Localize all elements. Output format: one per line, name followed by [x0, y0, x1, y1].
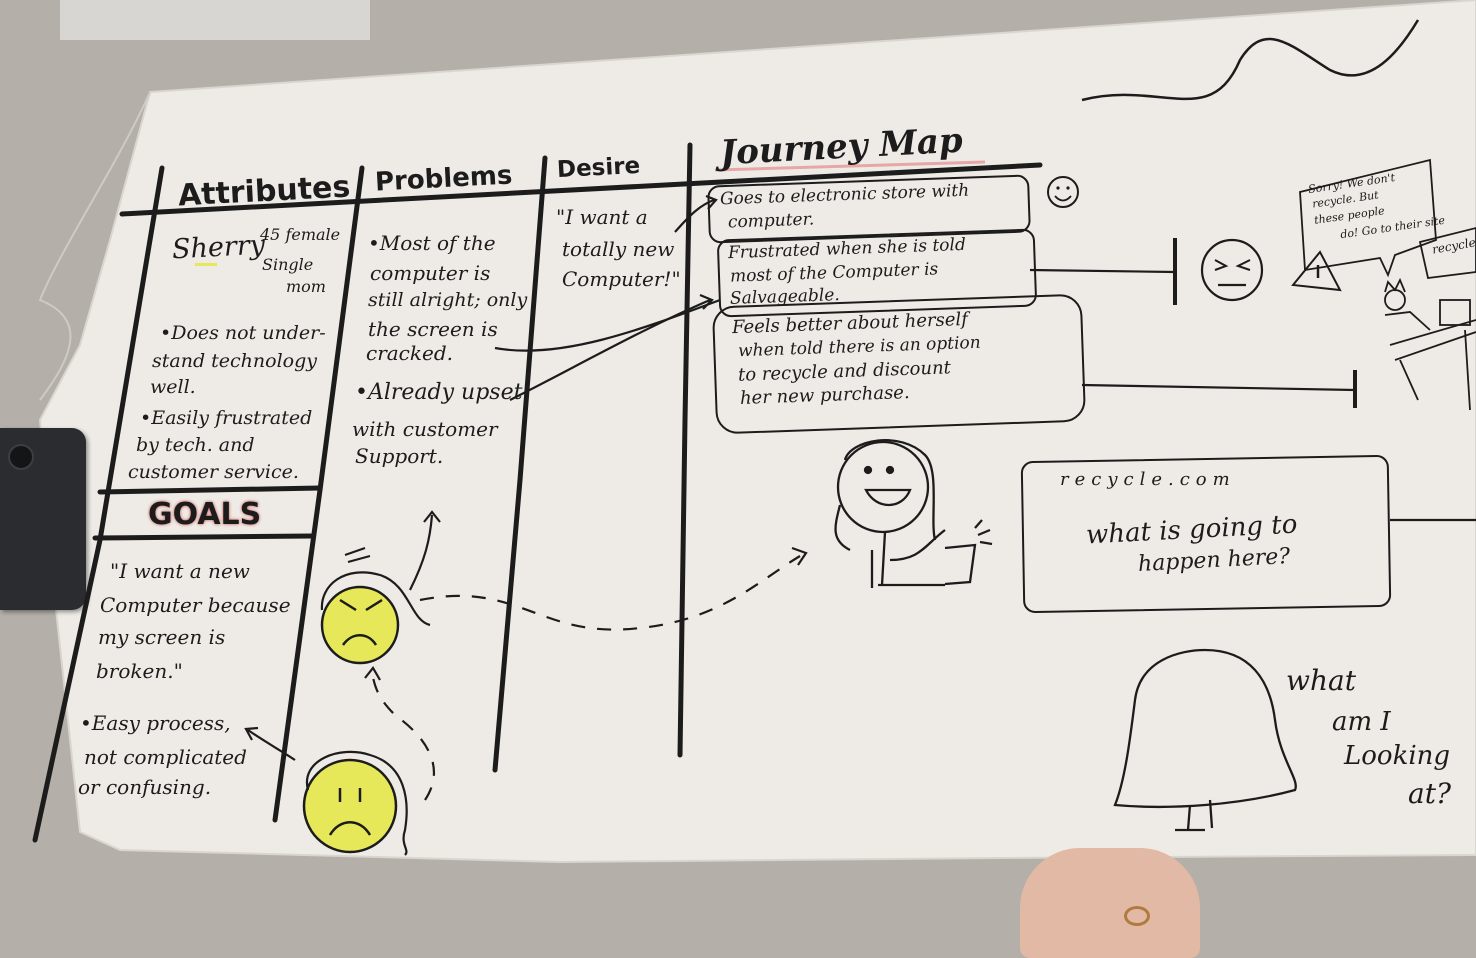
ring [1124, 906, 1150, 926]
attribute-bullet2-line1: •Easily frustrated [140, 407, 313, 429]
goals-quote-line4: broken." [96, 659, 183, 683]
problem2-line1: •Already upset [355, 380, 523, 405]
question2-line3: Looking [1344, 741, 1451, 771]
problem1-line3: still alright; only [368, 289, 528, 311]
problem1-line1: •Most of the [368, 231, 496, 255]
question2-line4: at? [1408, 777, 1451, 810]
goals-title: GOALS [148, 497, 262, 532]
question2-line2: am I [1332, 707, 1391, 737]
desire-line2: totally new [562, 237, 675, 261]
sad-face-icon [302, 750, 408, 856]
persona-status-line2: mom [286, 277, 326, 296]
attribute-bullet2-line3: customer service. [128, 461, 299, 483]
journey-step1-line2: computer. [727, 209, 815, 233]
desire-line3: Computer!" [562, 267, 681, 291]
problem1-line2: computer is [370, 261, 491, 285]
goals-quote-line1: "I want a new [110, 559, 250, 583]
angry-face-icon [320, 547, 431, 665]
website-url: recycle.com [1060, 469, 1236, 490]
problem2-line2: with customer [352, 417, 498, 441]
camera-icon [8, 444, 34, 470]
store-clerk-sketch [1384, 277, 1476, 411]
header-desire: Desire [556, 152, 641, 184]
attribute-bullet2-line2: by tech. and [136, 434, 255, 456]
frustrated-face-icon [1200, 238, 1264, 302]
goals-bullet-line2: not complicated [84, 745, 247, 769]
goals-bullet-line1: •Easy process, [80, 711, 231, 735]
goals-quote-line2: Computer because [100, 593, 291, 617]
attribute-bullet1-line1: •Does not under- [160, 322, 326, 344]
problem2-line3: Support. [355, 444, 444, 468]
name-highlight [195, 263, 217, 266]
problem1-line4: the screen is [368, 317, 498, 341]
persona-age-gender: 45 female [260, 225, 341, 244]
goals-bullet-line3: or confusing. [78, 775, 212, 799]
question2-line1: what [1286, 664, 1356, 697]
problem1-line5: cracked. [366, 341, 454, 365]
attribute-bullet1-line3: well. [150, 376, 196, 398]
attribute-bullet1-line2: stand technology [152, 350, 317, 372]
wall-strip [60, 0, 370, 40]
desire-line1: "I want a [556, 205, 648, 229]
warning-icon [1291, 250, 1342, 292]
question-figure-sketch [1113, 648, 1297, 832]
happy-girl-sketch [834, 439, 993, 588]
goals-quote-line3: my screen is [98, 625, 226, 649]
smiley-icon [1047, 176, 1079, 208]
phone [0, 428, 86, 610]
hand [1020, 848, 1200, 958]
persona-name: Sherry [171, 229, 266, 266]
persona-status-line1: Single [262, 255, 314, 274]
